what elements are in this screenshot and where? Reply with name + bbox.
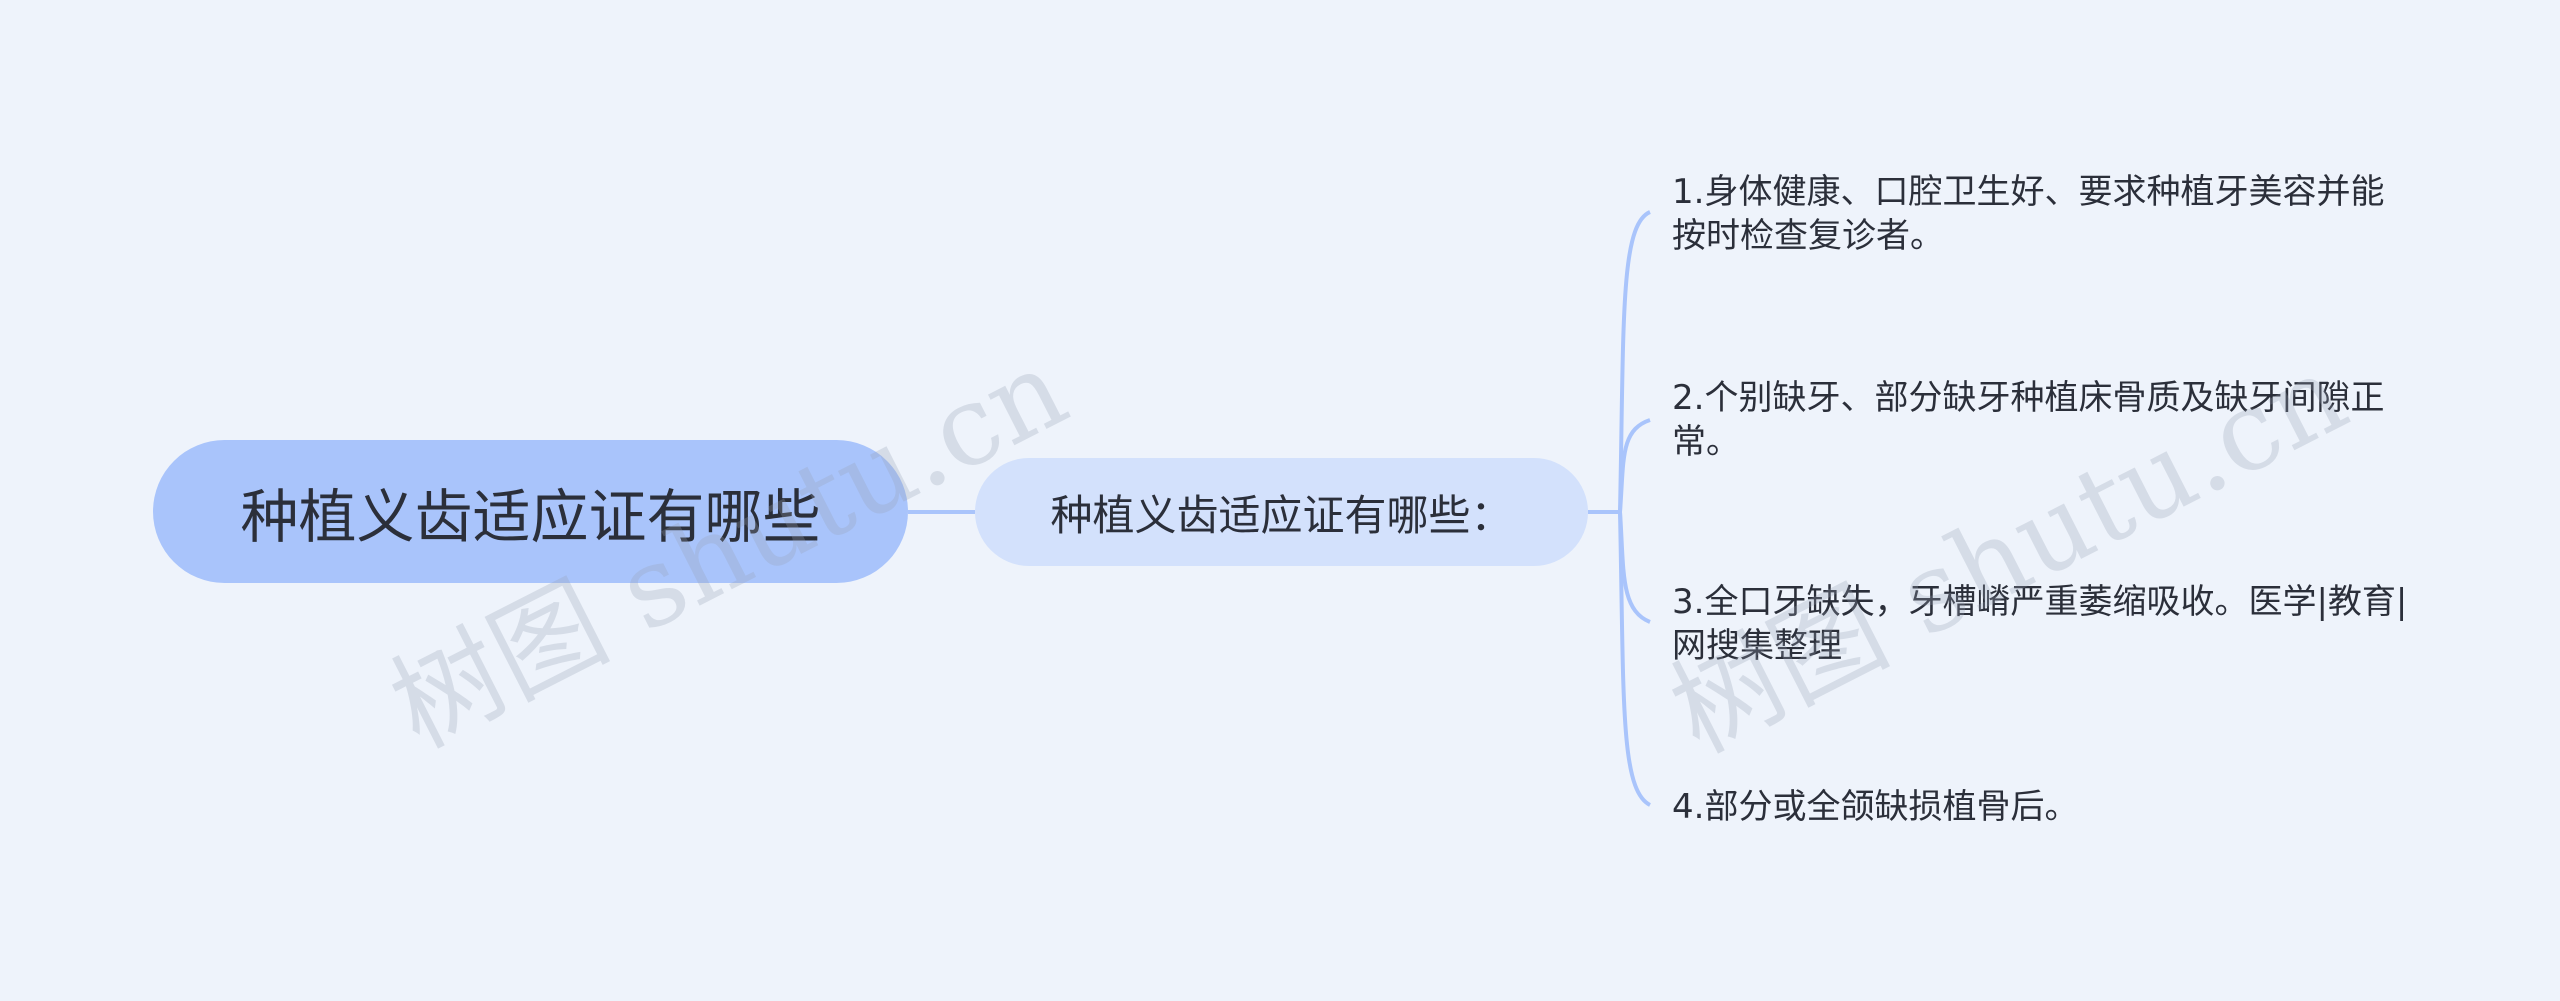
leaf-topic-1[interactable]: 1.身体健康、口腔卫生好、要求种植牙美容并能按时检查复诊者。 [1672,170,2412,258]
leaf-topic-3[interactable]: 3.全口牙缺失，牙槽嵴严重萎缩吸收。医学|教育|网搜集整理 [1672,580,2412,668]
leaf-topic-2[interactable]: 2.个别缺牙、部分缺牙种植床骨质及缺牙间隙正常。 [1672,376,2412,464]
leaf-topic-1-text: 1.身体健康、口腔卫生好、要求种植牙美容并能按时检查复诊者。 [1672,172,2385,256]
root-topic-label: 种植义齿适应证有哪些 [240,482,821,551]
leaf-connector-1 [1618,210,1651,513]
leaf-connector-3 [1618,511,1651,624]
branch-topic-label: 种植义齿适应证有哪些： [1050,490,1513,540]
leaf-topic-4-text: 4.部分或全颌缺损植骨后。 [1672,787,2079,827]
root-topic[interactable]: 种植义齿适应证有哪些 [153,440,908,583]
leaf-topic-2-text: 2.个别缺牙、部分缺牙种植床骨质及缺牙间隙正常。 [1672,378,2385,462]
leaf-connector-4 [1618,511,1652,807]
leaf-topic-3-text: 3.全口牙缺失，牙槽嵴严重萎缩吸收。医学|教育|网搜集整理 [1672,582,2408,666]
leaf-topic-4[interactable]: 4.部分或全颌缺损植骨后。 [1672,785,2412,829]
leaf-connector-2 [1618,418,1651,513]
branch-topic[interactable]: 种植义齿适应证有哪些： [975,458,1588,566]
